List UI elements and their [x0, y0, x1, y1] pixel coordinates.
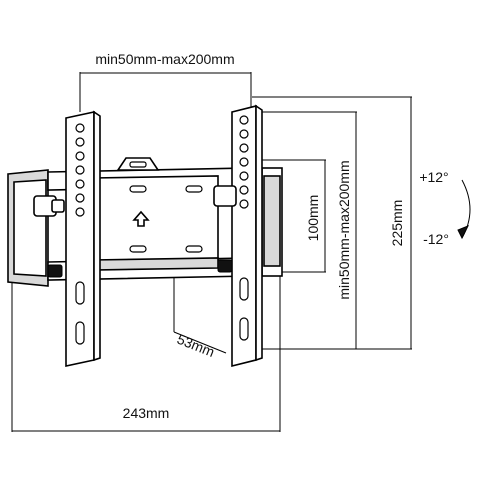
label-depth: 53mm: [175, 331, 217, 360]
label-vertical-range: min50mm-max200mm: [336, 160, 352, 299]
label-top-width: min50mm-max200mm: [95, 51, 234, 67]
dim-top-width: [79, 72, 252, 112]
dim-vertical-range: [258, 111, 357, 350]
dim-depth: [173, 270, 227, 354]
tilt-arrow-icon: [457, 179, 471, 240]
up-arrow-icon: [132, 210, 150, 227]
tilt-knob-left: [33, 195, 65, 278]
wall-plate: [7, 167, 283, 287]
tilt-knob-right: [213, 185, 237, 273]
label-total-width: 243mm: [123, 405, 170, 421]
label-tilt-down: -12°: [423, 231, 449, 247]
label-total-height: 225mm: [389, 200, 405, 247]
right-vertical-arm: [231, 104, 263, 368]
label-inner-height: 100mm: [305, 195, 321, 242]
left-vertical-arm: [65, 110, 101, 367]
label-tilt-up: +12°: [419, 169, 448, 185]
dim-total-width: [11, 270, 281, 432]
